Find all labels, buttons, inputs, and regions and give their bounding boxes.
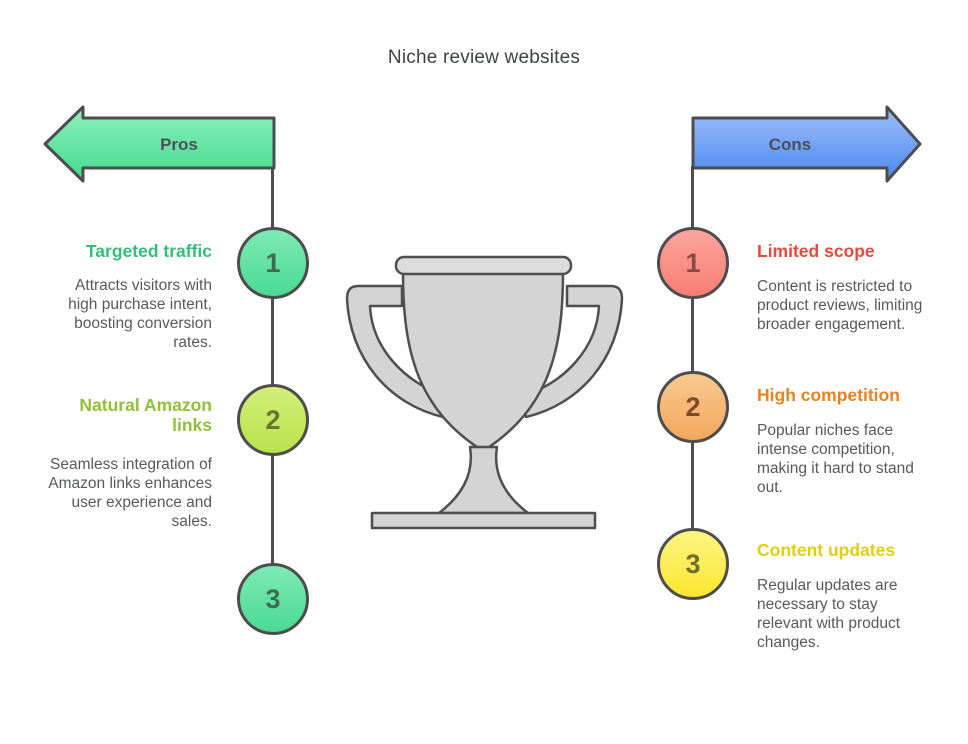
cons-item-2-heading: High competition bbox=[757, 385, 900, 405]
pros-item-2-body: Seamless integration of Amazon links enh… bbox=[48, 456, 212, 530]
cons-arrow-shape bbox=[691, 105, 922, 183]
pros-step-3-number: 3 bbox=[265, 583, 281, 614]
trophy-stem bbox=[437, 445, 530, 515]
cons-item-3-body: Regular updates are necessary to stay re… bbox=[757, 577, 901, 651]
cons-item-1-heading: Limited scope bbox=[757, 241, 875, 261]
cons-step-1-number: 1 bbox=[685, 247, 701, 278]
pros-step-1-number: 1 bbox=[265, 247, 281, 278]
cons-item-2-body: Popular niches face intense competition,… bbox=[757, 422, 914, 496]
cons-step-3-circle: 3 bbox=[657, 528, 729, 600]
trophy-icon bbox=[345, 255, 624, 530]
trophy-base bbox=[370, 511, 597, 530]
pros-step-2-circle: 2 bbox=[237, 384, 309, 456]
pros-arrow: Pros bbox=[43, 105, 276, 183]
trophy-rim bbox=[394, 255, 573, 276]
cons-arrow-label: Cons bbox=[769, 135, 812, 154]
cons-connector-line bbox=[691, 166, 694, 566]
page-title: Niche review websites bbox=[387, 47, 581, 68]
trophy-cup bbox=[401, 270, 565, 453]
pros-step-3-circle: 3 bbox=[237, 563, 309, 635]
pros-item-2-heading: Natural Amazon links bbox=[79, 395, 212, 435]
cons-step-2-number: 2 bbox=[685, 391, 701, 422]
pros-item-1-heading: Targeted traffic bbox=[85, 241, 212, 261]
cons-item-3-heading: Content updates bbox=[757, 540, 896, 560]
cons-step-1-circle: 1 bbox=[657, 227, 729, 299]
cons-item-1-body: Content is restricted to product reviews… bbox=[757, 278, 923, 333]
pros-step-1-circle: 1 bbox=[237, 227, 309, 299]
pros-arrow-shape bbox=[43, 105, 276, 183]
cons-arrow: Cons bbox=[691, 105, 922, 183]
cons-step-3-number: 3 bbox=[685, 548, 701, 579]
pros-arrow-label: Pros bbox=[160, 135, 198, 154]
pros-step-2-number: 2 bbox=[265, 404, 281, 435]
pros-item-1-body: Attracts visitors with high purchase int… bbox=[68, 277, 212, 351]
cons-step-2-circle: 2 bbox=[657, 371, 729, 443]
